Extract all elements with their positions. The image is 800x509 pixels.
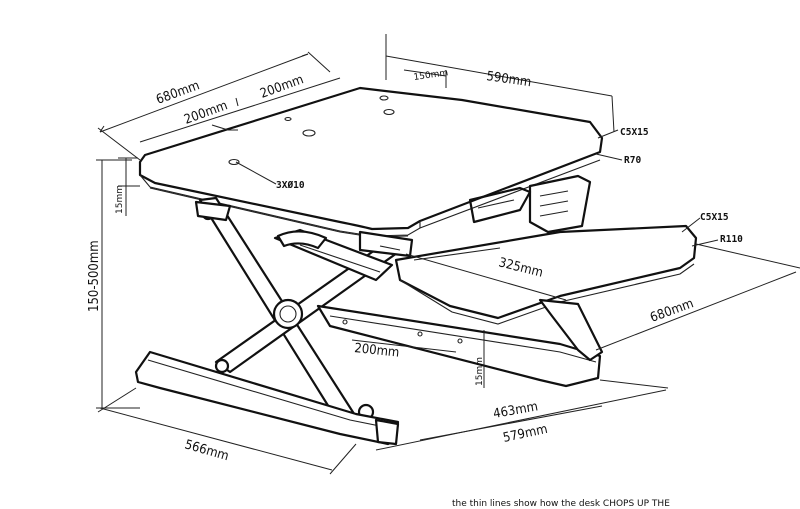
desk-top-holes bbox=[228, 95, 395, 166]
label-keyboard-thickness: 15mm bbox=[475, 357, 485, 386]
label-top-offset-mid: 200mm bbox=[258, 72, 306, 102]
label-top-width: 590mm bbox=[485, 69, 532, 90]
base-frame bbox=[134, 304, 602, 446]
label-base-outer-width: 579mm bbox=[502, 422, 549, 446]
label-base-inner-width: 463mm bbox=[492, 399, 539, 422]
label-height-range: 150-500mm bbox=[87, 240, 102, 312]
dimension-lines bbox=[96, 34, 800, 475]
label-top-step: 150mm bbox=[413, 68, 449, 83]
note-hole: 3XØ10 bbox=[276, 180, 305, 191]
note-top-radius: R70 bbox=[624, 155, 641, 166]
note-keyboard-radius: R110 bbox=[720, 234, 743, 245]
label-top-depth: 680mm bbox=[154, 78, 202, 108]
note-labels: C5X15 R70 3XØ10 C5X15 R110 bbox=[276, 127, 743, 245]
note-top-chamfer: C5X15 bbox=[620, 127, 649, 138]
scissor-lift bbox=[194, 196, 414, 430]
rear-bracket bbox=[468, 174, 592, 234]
label-top-offset-left: 200mm bbox=[182, 98, 230, 128]
label-keyboard-width: 680mm bbox=[648, 296, 696, 326]
label-keyboard-offset: 200mm bbox=[354, 341, 400, 361]
note-keyboard-chamfer: C5X15 bbox=[700, 212, 729, 223]
label-top-thickness: 15mm bbox=[115, 185, 125, 214]
keyboard-tray bbox=[394, 224, 698, 362]
footer-text: the thin lines show how the desk CHOPS U… bbox=[452, 499, 670, 509]
